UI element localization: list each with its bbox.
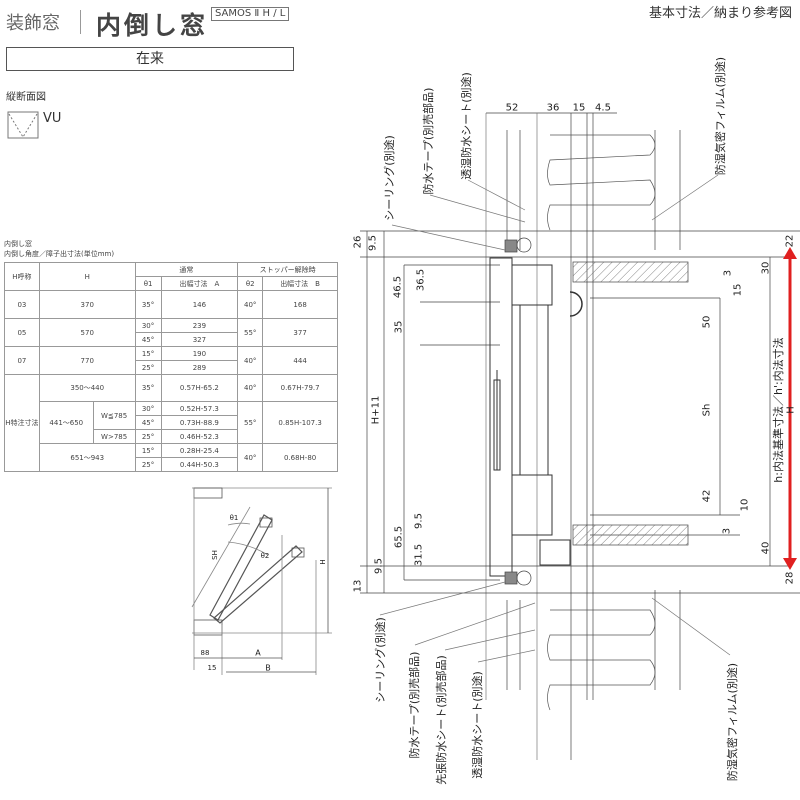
label-pre-waterproof-sheet: 先張防水シート(別売部品): [435, 655, 448, 785]
table-caption: 内倒し窓: [4, 240, 32, 248]
dim-sh: Sh: [701, 403, 713, 417]
label-vapor-barrier-top: 防湿気密フィルム(別途): [714, 56, 727, 176]
dim-9-5-c: 9.5: [373, 558, 385, 574]
dim-31-5: 31.5: [413, 543, 425, 567]
dim-46-5: 46.5: [392, 275, 404, 299]
table-row: 45°0.73H-88.9: [5, 415, 338, 430]
dim-65-5: 65.5: [393, 525, 405, 549]
series-badge: SAMOS Ⅱ H / L: [211, 7, 290, 21]
dim-22: 22: [784, 234, 796, 248]
opening-angle-diagram: [191, 487, 332, 675]
table-row: 25°0.44H-50.3: [5, 457, 338, 472]
insulation-top: [547, 134, 656, 711]
dim-H: H: [785, 406, 797, 414]
dim-36: 36: [546, 102, 560, 114]
cell: H特注寸法: [4, 374, 40, 472]
cell: 441～650: [38, 401, 94, 444]
dim-28: 28: [784, 571, 796, 585]
vu-label: VU: [43, 111, 62, 126]
cell: 15°: [134, 346, 162, 361]
dim-88: 88: [200, 649, 210, 657]
header-divider: [80, 10, 81, 34]
dim-36-5: 36.5: [415, 268, 427, 292]
cell: 40°: [237, 443, 264, 472]
label-breathable-sheet-top: 透湿防水シート(別途): [460, 72, 473, 180]
a-label: A: [255, 648, 261, 658]
cell: 40°: [237, 346, 264, 375]
dim-9-5-b: 9.5: [413, 513, 425, 529]
cell: 35°: [134, 290, 162, 319]
backer-rod-bottom: [516, 570, 532, 586]
dim-9-5: 9.5: [367, 235, 379, 251]
dim-3-top: 3: [722, 269, 734, 277]
dim-42: 42: [701, 489, 713, 503]
page-title: 内倒し窓: [96, 11, 209, 40]
backer-rod-top: [516, 237, 532, 253]
vu-icon: [7, 111, 39, 139]
window-frame: [489, 257, 583, 577]
cell: 0.68H-80: [262, 443, 338, 472]
cell: 570: [38, 318, 136, 347]
cell: 651～943: [38, 443, 136, 472]
construction-tab[interactable]: 在来: [6, 47, 294, 71]
dim-50: 50: [701, 315, 713, 329]
theta1-label: θ1: [229, 514, 239, 522]
dim-15-top: 15: [572, 102, 586, 114]
dim-h-plus-11: H+11: [370, 395, 382, 425]
cell: 40°: [237, 374, 264, 402]
label-waterproof-tape-top: 防水テープ(別売部品): [422, 87, 435, 195]
cell: 55°: [237, 318, 264, 347]
dim-3-bottom: 3: [721, 527, 733, 535]
label-breathable-sheet-bottom: 透湿防水シート(別途): [471, 671, 484, 779]
cell: 0.85H-107.3: [262, 401, 338, 444]
cell: 0.57H-65.2: [160, 374, 239, 402]
dim-40: 40: [760, 541, 772, 555]
label-vapor-barrier-bottom: 防湿気密フィルム(別途): [726, 662, 739, 782]
dim-4-5: 4.5: [595, 102, 611, 114]
cell: 05: [4, 318, 40, 347]
dim-15-mid: 15: [732, 283, 744, 297]
b-label: B: [265, 663, 271, 673]
cell: 0.44H-50.3: [160, 457, 239, 472]
cell: 350～440: [38, 374, 136, 402]
inner-dimension-label: h:内法基準寸法／h':内法寸法: [772, 337, 785, 483]
label-sealing-bottom: シーリング(別途): [374, 617, 387, 703]
dim-13: 13: [352, 579, 364, 593]
label-waterproof-tape-bottom: 防水テープ(別売部品): [408, 651, 421, 759]
sill-board-bottom: [572, 524, 689, 546]
dim-35: 35: [393, 320, 405, 334]
table-subcaption: 内倒し角度／障子出寸法(単位mm): [4, 250, 115, 258]
dim-52: 52: [505, 102, 519, 114]
label-sealing-top: シーリング(別途): [383, 135, 396, 221]
category-label: 装飾窓: [6, 13, 60, 34]
dim-30: 30: [760, 261, 772, 275]
dim-10: 10: [739, 498, 751, 512]
cell: 25°: [134, 457, 162, 472]
cell: 35°: [134, 374, 162, 402]
dim-15: 15: [207, 664, 217, 672]
theta2-label: θ2: [260, 552, 270, 560]
dim-26: 26: [352, 235, 364, 249]
section-label: 縦断面図: [6, 92, 46, 103]
height-arrow-icon: [783, 247, 797, 570]
drawing-type-title: 基本寸法／納まり参考図: [648, 6, 792, 21]
cell: 168: [262, 290, 338, 319]
sill-board-top: [572, 261, 689, 283]
